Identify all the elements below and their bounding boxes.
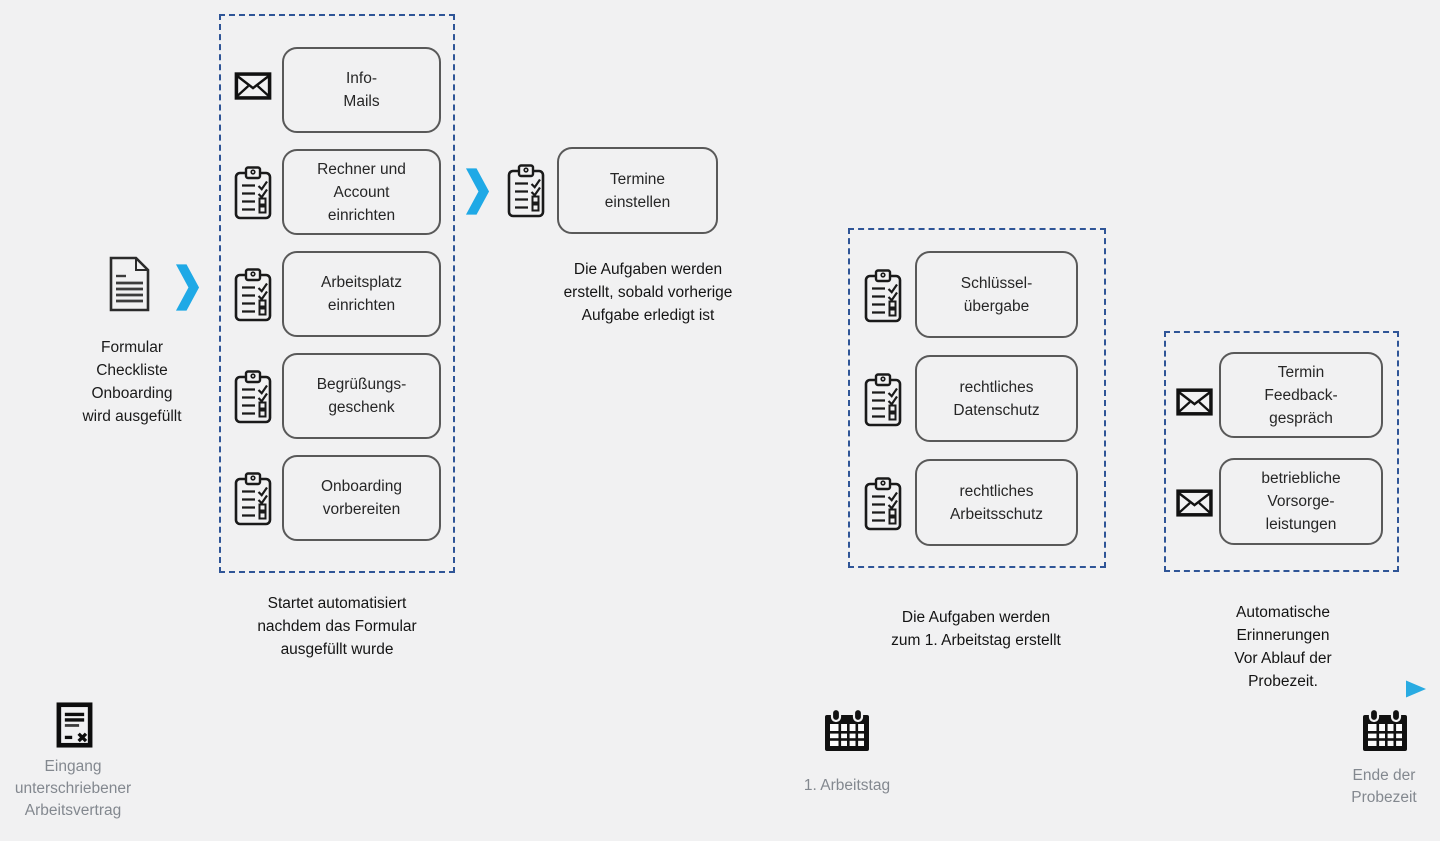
node-schluesseluebergabe: Schlüssel- übergabe [915,251,1078,338]
checklist-icon [864,476,902,531]
checklist-icon [864,372,902,427]
node-info-mails: Info- Mails [282,47,441,133]
checklist-icon [507,163,545,218]
node-datenschutz: rechtliches Datenschutz [915,355,1078,442]
node-feedbackgespraech: Termin Feedback- gespräch [1219,352,1383,438]
automation-group-probation [1164,331,1399,572]
node-termine-einstellen: Termine einstellen [557,147,718,234]
automation-group-form [219,14,455,573]
milestone-label-arbeitsvertrag: Eingang unterschriebener Arbeitsvertrag [14,758,132,819]
node-arbeitsschutz: rechtliches Arbeitsschutz [915,459,1078,546]
mail-icon [234,72,272,100]
calendar-icon [824,708,870,752]
node-arbeitsplatz: Arbeitsplatz einrichten [282,251,441,337]
document-icon [107,256,151,312]
mail-icon [1176,388,1213,416]
timeline-arrow [16,680,1426,698]
automation-group-first-day [848,228,1106,568]
chevron-right-icon [465,168,490,215]
signed-contract-icon [56,702,93,748]
start-label: Formular Checkliste Onboarding wird ausg… [82,339,182,425]
checklist-icon [864,268,902,323]
mail-icon [1176,489,1213,517]
caption-step2: Die Aufgaben werden erstellt, sobald vor… [563,261,733,324]
checklist-icon [234,165,272,220]
calendar-icon [1362,708,1408,752]
chevron-right-icon [175,264,200,311]
node-vorsorgeleistungen: betriebliche Vorsorge- leistungen [1219,458,1383,545]
milestone-label-probezeit: Ende der Probezeit [1351,767,1417,806]
node-rechner-account: Rechner und Account einrichten [282,149,441,235]
milestone-label-arbeitstag: 1. Arbeitstag [803,777,891,794]
checklist-icon [234,471,272,526]
node-begruessungsgeschenk: Begrüßungs- geschenk [282,353,441,439]
checklist-icon [234,267,272,322]
caption-group2: Die Aufgaben werden zum 1. Arbeitstag er… [891,609,1061,649]
node-onboarding-vorbereiten: Onboarding vorbereiten [282,455,441,541]
caption-group1: Startet automatisiert nachdem das Formul… [257,595,417,658]
checklist-icon [234,369,272,424]
caption-group3: Automatische Erinnerungen Vor Ablauf der… [1234,604,1332,690]
